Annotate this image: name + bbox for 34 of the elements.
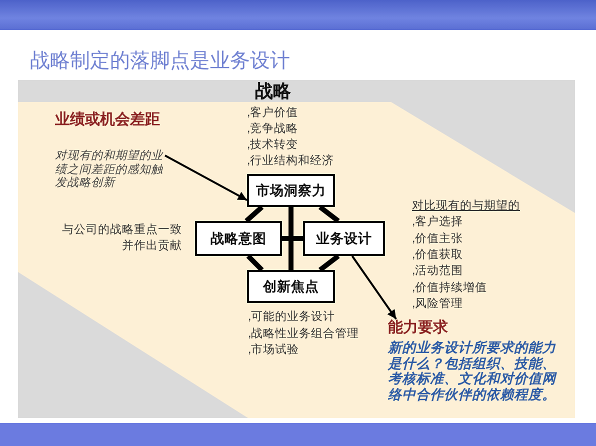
connector-line bbox=[244, 205, 264, 223]
process-box: 市场洞察力 bbox=[247, 174, 335, 207]
connector-line bbox=[318, 254, 340, 272]
slide-title: 战略制定的落脚点是业务设计 bbox=[30, 49, 290, 73]
bullet-item: ,战略性业务组合管理 bbox=[248, 326, 360, 342]
section-heading: 能力要求 bbox=[388, 319, 449, 337]
connector-line bbox=[246, 254, 264, 272]
process-box: 业务设计 bbox=[303, 221, 385, 256]
description-text: 新的业务设计所要求的能力是什么？包括组织、技能、考核标准、文化和对价值网络中合作伙伴的依赖程度。 bbox=[388, 340, 558, 403]
bullet-item: ,客户价值 bbox=[247, 105, 298, 121]
list-heading: 对比现有的与期望的 bbox=[412, 198, 520, 214]
italic-note: 对现有的和期望的业绩之间差距的感知触发战略创新 bbox=[55, 150, 164, 190]
panel bbox=[18, 80, 575, 418]
bullet-item: ,价值主张 bbox=[412, 231, 464, 247]
arrow bbox=[351, 255, 397, 320]
section-heading: 业绩或机会差距 bbox=[55, 111, 161, 129]
connector-line bbox=[318, 205, 340, 223]
bullet-item: ,客户选择 bbox=[412, 214, 464, 230]
bullet-item: ,风险管理 bbox=[412, 296, 464, 312]
side-note: 与公司的战略重点一致并作出贡献 bbox=[61, 222, 182, 254]
connector-line bbox=[288, 207, 294, 270]
panel-heading: 战略 bbox=[255, 80, 291, 102]
bullet-item: ,价值持续增值 bbox=[412, 280, 488, 296]
bullet-item: ,技术转变 bbox=[247, 137, 298, 153]
bullet-item: ,市场试验 bbox=[248, 342, 300, 358]
bullet-item: ,可能的业务设计 bbox=[248, 310, 336, 325]
bullet-item: ,行业结构和经济 bbox=[247, 154, 334, 169]
bullet-item: ,活动范围 bbox=[412, 264, 464, 280]
bullet-item: ,价值获取 bbox=[412, 248, 464, 263]
connector-line bbox=[282, 236, 303, 241]
process-box: 创新焦点 bbox=[247, 270, 335, 303]
arrow bbox=[164, 154, 248, 201]
process-box: 战略意图 bbox=[195, 221, 282, 256]
bullet-item: ,竞争战略 bbox=[247, 121, 298, 137]
